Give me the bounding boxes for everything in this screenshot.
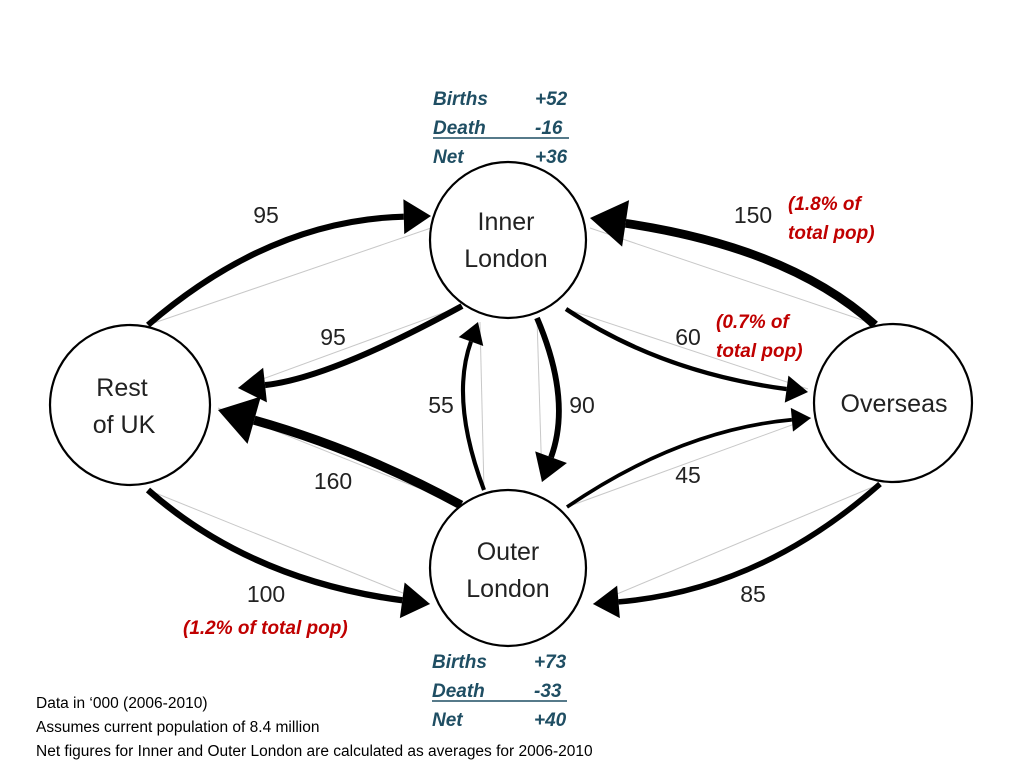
arrowhead-inner-to-rest	[238, 367, 267, 403]
arrow-outer-to-rest	[252, 415, 464, 510]
arrowhead-rest-to-inner	[403, 199, 431, 235]
overseas-node	[812, 322, 974, 484]
arrow-rest-to-outer	[145, 487, 403, 604]
flow-label-overseas-to-inner: 150	[734, 202, 772, 228]
footnote-units: Data in ‘000 (2006-2010)	[36, 695, 207, 712]
pct-note-inner-to-overseas-line1: (0.7% of	[716, 312, 791, 333]
inner-london-node	[428, 160, 588, 320]
pct-note-inner-to-overseas-line2: total pop)	[716, 341, 803, 362]
outer-deaths-label: Death	[432, 681, 485, 702]
outer-births-label: Births	[432, 652, 487, 673]
arrow-overseas-to-inner	[624, 219, 878, 329]
outer-london-stats: Births +73 Death -33 Net +40	[432, 652, 567, 731]
rest-of-uk-node	[48, 323, 212, 487]
pct-note-overseas-to-inner-line2: total pop)	[788, 223, 875, 244]
outer-deaths-value: -33	[534, 681, 562, 702]
inner-births-label: Births	[433, 89, 488, 110]
overseas-label: Overseas	[841, 390, 948, 418]
arrowhead-inner-to-overseas	[784, 375, 808, 403]
outer-london-node	[428, 488, 588, 648]
outer-london-label-line2: London	[466, 575, 549, 603]
flow-label-inner-to-outer: 90	[569, 392, 595, 418]
arrow-inner-to-rest	[264, 303, 464, 389]
outer-births-value: +73	[534, 652, 567, 673]
flow-label-inner-to-rest: 95	[320, 324, 346, 350]
flow-label-outer-to-inner: 55	[428, 392, 454, 418]
inner-net-label: Net	[433, 147, 464, 168]
arrow-inner-to-outer	[534, 316, 562, 459]
arrowhead-overseas-to-outer	[593, 585, 620, 619]
inner-london-label-line2: London	[464, 245, 547, 273]
arrow-outer-to-inner	[460, 340, 486, 491]
arrow-overseas-to-outer	[618, 481, 882, 605]
inner-london-stats: Births +52 Death -16 Net +36	[433, 89, 569, 168]
pct-note-rest-to-outer: (1.2% of total pop)	[183, 618, 348, 639]
arrow-inner-to-overseas	[564, 307, 787, 392]
flow-label-outer-to-rest: 160	[314, 468, 352, 494]
flow-label-rest-to-outer: 100	[247, 581, 285, 607]
arrowhead-inner-to-outer	[535, 451, 567, 482]
inner-london-label-line1: Inner	[478, 208, 535, 236]
pct-note-overseas-to-inner-line1: (1.8% of	[788, 194, 863, 215]
inner-deaths-value: -16	[535, 118, 563, 139]
flow-label-rest-to-inner: 95	[253, 202, 279, 228]
outer-london-label-line1: Outer	[477, 538, 540, 566]
region-nodes	[48, 160, 974, 648]
flow-label-inner-to-overseas: 60	[675, 324, 701, 350]
outer-net-value: +40	[534, 710, 567, 731]
outer-net-label: Net	[432, 710, 463, 731]
footnote-population: Assumes current population of 8.4 millio…	[36, 719, 319, 736]
arrow-outer-to-overseas	[565, 417, 793, 509]
flow-arrows	[145, 199, 882, 619]
arrowhead-overseas-to-inner	[590, 200, 630, 247]
flow-label-outer-to-overseas: 45	[675, 462, 701, 488]
arrowhead-rest-to-outer	[399, 582, 430, 619]
inner-births-value: +52	[535, 89, 568, 110]
flow-label-overseas-to-outer: 85	[740, 581, 766, 607]
footnote-averages: Net figures for Inner and Outer London a…	[36, 743, 593, 760]
inner-net-value: +36	[535, 147, 568, 168]
arrowhead-outer-to-inner	[458, 322, 484, 346]
inner-deaths-label: Death	[433, 118, 486, 139]
arrow-rest-to-inner	[146, 213, 404, 328]
rest-of-uk-label-line2: of UK	[93, 411, 156, 439]
arrowhead-outer-to-rest	[218, 396, 261, 444]
arrowhead-outer-to-overseas	[790, 407, 811, 432]
rest-of-uk-label-line1: Rest	[96, 374, 147, 402]
